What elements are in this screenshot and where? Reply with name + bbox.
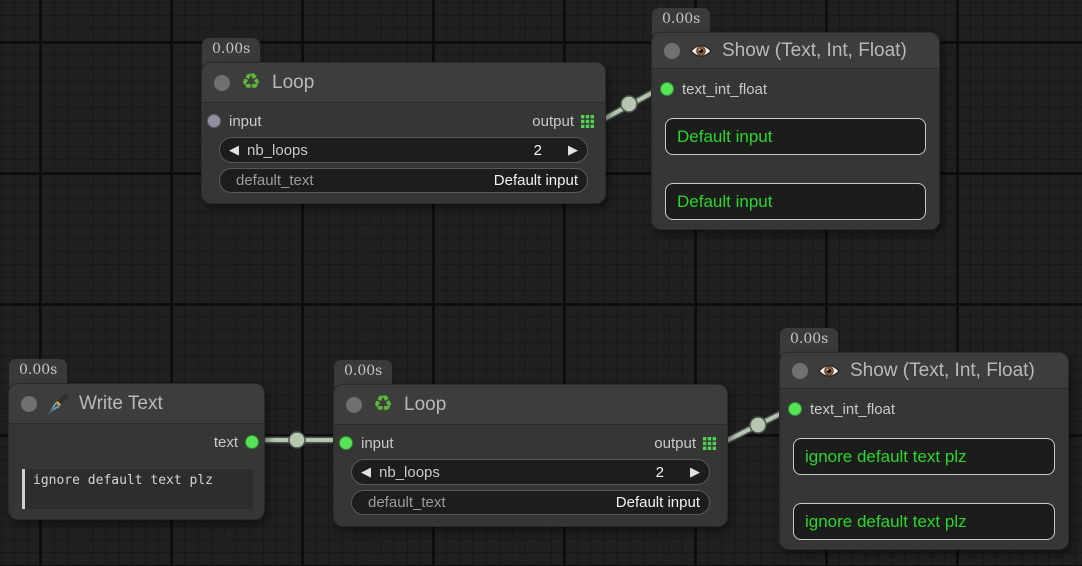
output-socket-label: text — [213, 433, 238, 451]
node-title: Loop — [404, 393, 447, 415]
text-field[interactable]: default_text Default input — [351, 490, 710, 515]
output-grid-socket-icon[interactable] — [703, 436, 716, 450]
stepper-label: nb_loops — [379, 463, 440, 481]
input-socket[interactable] — [207, 114, 221, 128]
node-title: Show (Text, Int, Float) — [850, 359, 1035, 381]
text-cursor-bar — [22, 469, 25, 509]
int-stepper[interactable]: ◀ nb_loops 2 ▶ — [351, 459, 710, 485]
node-title: Write Text — [79, 392, 163, 414]
output-display-text: Default input — [677, 126, 773, 146]
input-socket[interactable] — [339, 436, 353, 450]
text-field-label: default_text — [236, 172, 314, 189]
output-display-box: Default input — [665, 118, 926, 155]
text-field[interactable]: default_text Default input — [219, 168, 588, 193]
stepper-decrement-icon[interactable]: ◀ — [361, 464, 371, 480]
node-state-circle[interactable] — [792, 362, 808, 379]
output-display-box: ignore default text plz — [793, 438, 1055, 475]
input-socket-label: input — [361, 434, 394, 452]
node-state-circle[interactable] — [346, 396, 362, 413]
wire-joint[interactable] — [288, 431, 306, 449]
node-loop-bottom: 0.00s ♻ Loop input output — [333, 360, 728, 527]
output-display-box: Default input — [665, 183, 926, 220]
text-field-label: default_text — [368, 494, 446, 511]
output-display-text: ignore default text plz — [805, 511, 967, 531]
node-card-write-text[interactable]: Write Text text ignore default text plz — [8, 383, 265, 520]
output-socket-label: output — [654, 434, 696, 452]
node-header[interactable]: Show (Text, Int, Float) — [780, 353, 1068, 389]
node-card-show[interactable]: Show (Text, Int, Float) text_int_float D… — [651, 32, 940, 230]
node-header[interactable]: ♻ Loop — [334, 385, 727, 425]
output-display-box: ignore default text plz — [793, 503, 1055, 540]
node-card-loop[interactable]: ♻ Loop input output ◀ nb_loops — [333, 384, 728, 527]
text-field-value[interactable]: Default input — [615, 494, 700, 511]
node-state-circle[interactable] — [21, 395, 37, 412]
output-socket[interactable] — [245, 435, 259, 449]
input-socket-label: input — [229, 112, 262, 130]
node-header[interactable]: Write Text — [9, 384, 264, 424]
stepper-decrement-icon[interactable]: ◀ — [229, 142, 239, 158]
node-show-top: 0.00s Show (Text, Int, Float) text_int_f… — [651, 8, 940, 230]
input-socket[interactable] — [788, 402, 802, 416]
text-editor-area[interactable]: ignore default text plz — [22, 469, 253, 509]
stepper-value[interactable]: 2 — [655, 463, 664, 481]
recycle-icon: ♻ — [241, 69, 261, 95]
wire-joint[interactable] — [620, 95, 638, 113]
input-socket-label: text_int_float — [810, 400, 896, 418]
eye-icon — [817, 361, 841, 381]
pen-icon — [46, 393, 70, 414]
node-title: Loop — [272, 71, 315, 93]
node-loop-top: 0.00s ♻ Loop input output — [201, 38, 606, 204]
node-header[interactable]: Show (Text, Int, Float) — [652, 33, 939, 69]
eye-icon — [689, 41, 713, 61]
output-grid-socket-icon[interactable] — [581, 114, 594, 128]
text-field-value[interactable]: Default input — [493, 172, 578, 189]
wire-joint[interactable] — [749, 416, 767, 434]
stepper-value[interactable]: 2 — [533, 141, 542, 159]
node-show-bottom: 0.00s Show (Text, Int, Float) text_int_f… — [779, 328, 1069, 550]
recycle-icon: ♻ — [373, 391, 393, 417]
text-editor-content[interactable]: ignore default text plz — [33, 473, 214, 488]
node-card-loop[interactable]: ♻ Loop input output ◀ nb_loops — [201, 62, 606, 204]
node-state-circle[interactable] — [664, 42, 680, 59]
output-display-text: Default input — [677, 191, 773, 211]
input-socket[interactable] — [660, 82, 674, 96]
node-title: Show (Text, Int, Float) — [722, 39, 907, 61]
stepper-increment-icon[interactable]: ▶ — [568, 142, 578, 158]
node-write-text: 0.00s Write Text text — [8, 359, 265, 520]
input-socket-label: text_int_float — [682, 80, 768, 98]
output-socket-label: output — [532, 112, 574, 130]
node-card-show[interactable]: Show (Text, Int, Float) text_int_float i… — [779, 352, 1069, 550]
int-stepper[interactable]: ◀ nb_loops 2 ▶ — [219, 137, 588, 163]
stepper-increment-icon[interactable]: ▶ — [690, 464, 700, 480]
node-state-circle[interactable] — [214, 74, 230, 91]
output-display-text: ignore default text plz — [805, 446, 967, 466]
stepper-label: nb_loops — [247, 141, 308, 159]
node-header[interactable]: ♻ Loop — [202, 63, 605, 103]
